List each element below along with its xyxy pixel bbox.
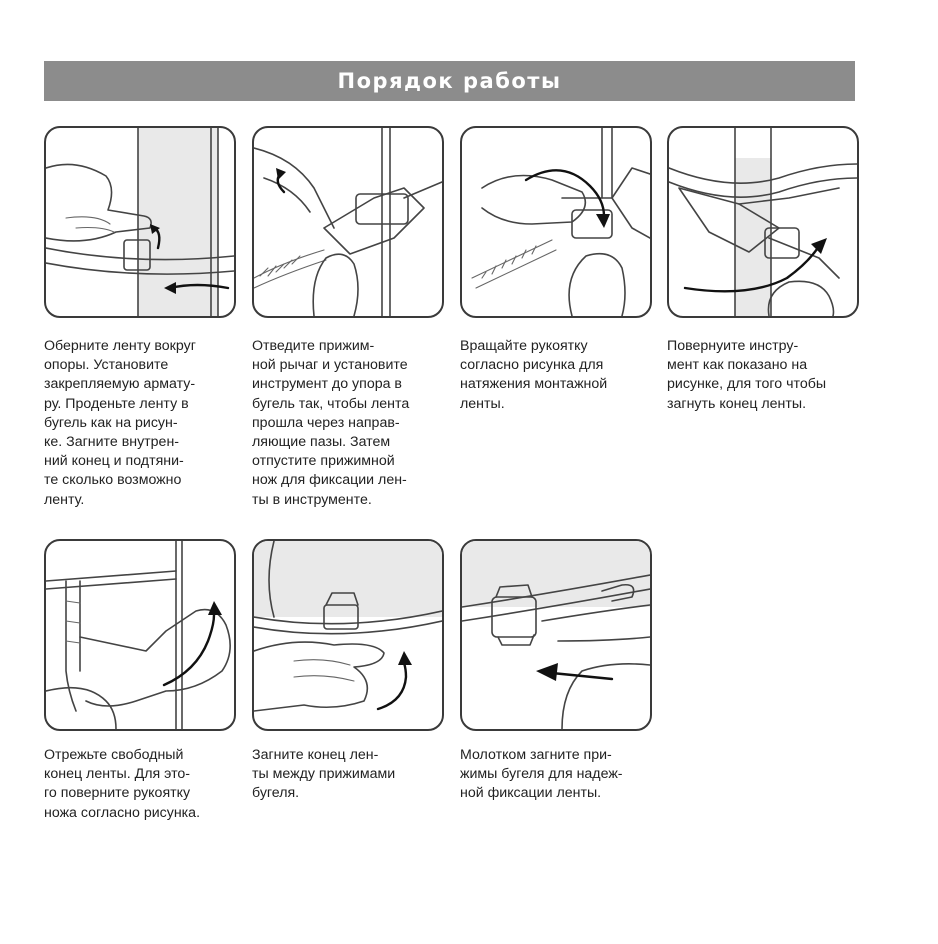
- step-7-caption: Молотком загните при- жимы бугеля для на…: [460, 747, 623, 802]
- step-5-caption: Отрежьте свободный конец ленты. Для это-…: [44, 747, 201, 821]
- step-3-caption: Вращайте рукоятку согласно рисунка для н…: [460, 338, 608, 412]
- step-2-illustration: [252, 126, 444, 318]
- step-6-caption: Загните конец лен- ты между прижимами бу…: [252, 747, 396, 802]
- section-header-banner: Порядок работы: [44, 61, 855, 101]
- step-3-illustration: [460, 126, 652, 318]
- step-4-caption: Повернуите инстру- мент как показано на …: [667, 338, 827, 412]
- step-6-illustration: [252, 539, 444, 731]
- section-title: Порядок работы: [337, 69, 562, 93]
- step-1-caption: Оберните ленту вокруг опоры. Установите …: [44, 338, 196, 508]
- step-1-illustration: [44, 126, 236, 318]
- step-2-caption: Отведите прижим- ной рычаг и установите …: [252, 338, 410, 508]
- step-5-illustration: [44, 539, 236, 731]
- step-7-illustration: [460, 539, 652, 731]
- step-4-illustration: [667, 126, 859, 318]
